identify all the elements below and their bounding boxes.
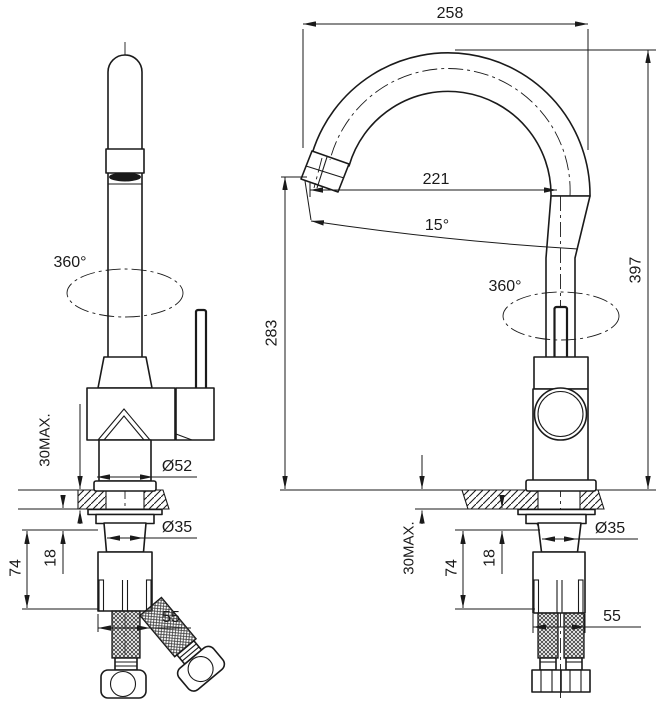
handle-lever xyxy=(194,308,208,392)
left-view-faucet xyxy=(66,42,226,699)
body xyxy=(86,387,176,441)
hose-ferrule xyxy=(114,657,138,671)
right-shank-length-label: 74 xyxy=(444,559,461,577)
rotation-ellipse xyxy=(502,291,620,341)
countertop-hatch-left xyxy=(461,489,539,510)
overall-width-label: 258 xyxy=(437,5,464,22)
shank-block xyxy=(532,551,586,614)
left-shank-length-label: 74 xyxy=(8,559,25,577)
right-view-countertop xyxy=(280,489,656,510)
spout-reach-label: 221 xyxy=(423,171,450,188)
countertop-hatch-right xyxy=(143,489,170,510)
left-locknut-depth-label: 18 xyxy=(43,549,60,567)
right-shank-diameter-label: Ø35 xyxy=(595,520,625,537)
spout-tube xyxy=(107,54,143,359)
countertop-hatch-right xyxy=(579,489,605,510)
hose-nut xyxy=(560,669,591,693)
neck xyxy=(533,356,589,390)
spout-angle-label: 15° xyxy=(425,217,449,234)
supply-hose xyxy=(563,612,585,659)
left-shank-diameter-label: Ø35 xyxy=(162,519,192,536)
countertop-hatch-left xyxy=(77,489,107,510)
centerline-arc xyxy=(329,68,571,197)
aerator-sleeve xyxy=(105,148,145,174)
shank-block xyxy=(97,551,153,612)
left-max-thickness-label: 30MAX. xyxy=(37,413,54,466)
right-locknut-depth-label: 18 xyxy=(482,549,499,567)
hose-ferrule xyxy=(565,657,583,671)
base-flange xyxy=(93,480,157,492)
hose-nut xyxy=(531,669,562,693)
left-view-dimensions: 360° Ø52 30MAX. 18 74 Ø35 55 xyxy=(8,254,197,632)
right-rotation-label: 360° xyxy=(488,278,521,295)
body-chevron xyxy=(97,408,151,441)
angled-supply-hose xyxy=(139,596,226,692)
aerator-outlet xyxy=(109,172,141,182)
hose-ferrule xyxy=(539,657,557,671)
left-hose-width-label: 55 xyxy=(162,609,180,626)
locknut xyxy=(95,513,155,525)
base-flange xyxy=(525,479,597,492)
left-base-diameter-label: Ø52 xyxy=(162,458,192,475)
right-view-dimensions: 258 397 283 221 15° 360° 30MAX. 18 74 Ø3… xyxy=(264,5,656,633)
gooseneck-spout xyxy=(311,52,591,197)
base-cylinder xyxy=(98,439,152,482)
right-hose-width-label: 55 xyxy=(603,608,621,625)
right-view-faucet xyxy=(300,52,620,698)
neck xyxy=(97,356,153,389)
supply-hose xyxy=(537,612,559,659)
right-max-thickness-label: 30MAX. xyxy=(401,521,418,574)
threaded-shank xyxy=(537,522,582,553)
hose-nut xyxy=(100,669,147,699)
rotation-ellipse xyxy=(66,268,184,318)
locknut xyxy=(525,513,587,525)
left-rotation-label: 360° xyxy=(53,254,86,271)
handle-hub xyxy=(175,387,215,441)
handle-joint xyxy=(533,387,588,441)
overall-height-label: 397 xyxy=(628,257,645,284)
left-view-countertop xyxy=(18,489,170,510)
supply-hose xyxy=(111,610,141,659)
outlet-height-label: 283 xyxy=(264,320,281,347)
